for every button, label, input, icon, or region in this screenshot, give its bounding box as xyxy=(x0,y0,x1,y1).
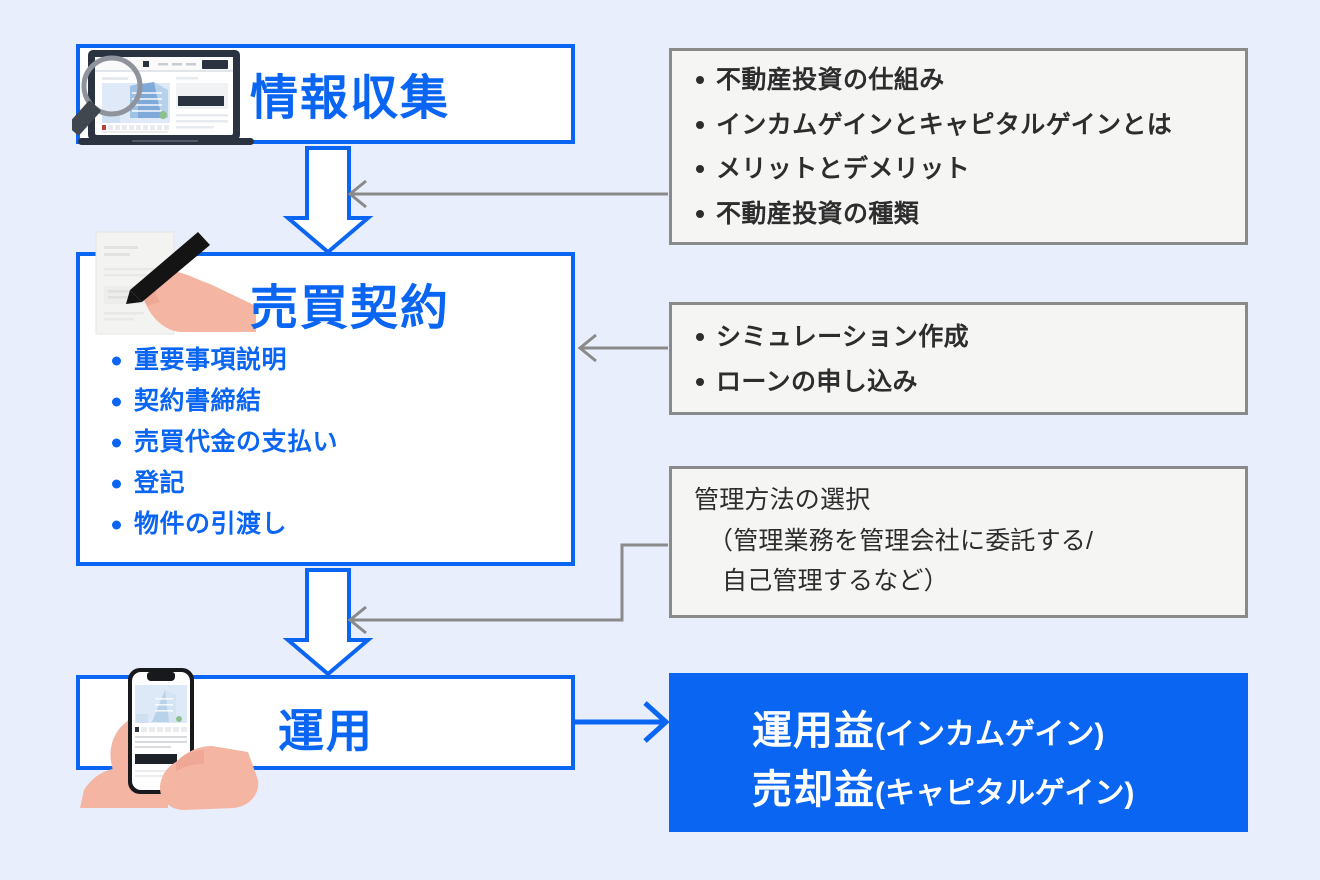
list-item: メリットとデメリット xyxy=(690,147,1238,192)
arrow-down-contract-to-operation xyxy=(282,568,374,677)
list-item: 重要事項説明 xyxy=(104,340,544,381)
note-list-loan-simulation: シミュレーション作成 ローンの申し込み xyxy=(690,315,1238,404)
list-item: 契約書締結 xyxy=(104,381,544,422)
result-main-1: 運用益 xyxy=(752,709,875,753)
step-title-information-gathering: 情報収集 xyxy=(250,72,451,125)
result-box-gains xyxy=(669,673,1248,832)
list-item: 売買代金の支払い xyxy=(104,422,544,463)
laptop-search-icon xyxy=(72,50,254,145)
list-item: ローンの申し込み xyxy=(690,360,1238,405)
hand-signing-document-icon xyxy=(95,231,256,335)
step-title-purchase-contract: 売買契約 xyxy=(250,282,451,335)
arrow-operation-to-result xyxy=(575,701,670,743)
list-item: 物件の引渡し xyxy=(104,504,544,545)
note-box-management-method xyxy=(669,466,1248,618)
arrow-note-research-to-flow xyxy=(347,179,668,209)
arrow-down-info-to-contract xyxy=(282,146,374,255)
step-list-purchase-contract: 重要事項説明 契約書締結 売買代金の支払い 登記 物件の引渡し xyxy=(104,340,544,545)
result-paren-1: (インカムゲイン) xyxy=(875,718,1105,751)
note-text-management-method: 管理方法の選択 （管理業務を管理会社に委託する/ 自己管理するなど） xyxy=(694,480,1093,602)
smartphone-in-hands-icon xyxy=(80,668,259,810)
list-item: シミュレーション作成 xyxy=(690,315,1238,360)
step-title-operation: 運用 xyxy=(278,705,374,757)
note-list-research-topics: 不動産投資の仕組み インカムゲインとキャピタルゲインとは メリットとデメリット … xyxy=(690,58,1238,236)
arrow-note-management-to-flow xyxy=(347,543,668,635)
result-line-capital-gain: 売却益(キャピタルゲイン) xyxy=(752,757,1134,815)
note-line-3: 自己管理するなど） xyxy=(722,567,949,595)
list-item: インカムゲインとキャピタルゲインとは xyxy=(690,103,1238,148)
list-item: 不動産投資の種類 xyxy=(690,192,1238,237)
note-line-1: 管理方法の選択 xyxy=(694,486,871,514)
result-main-2: 売却益 xyxy=(752,768,875,812)
arrow-note-loan-to-contract xyxy=(577,333,668,363)
result-paren-2: (キャピタルゲイン) xyxy=(875,777,1135,810)
list-item: 不動産投資の仕組み xyxy=(690,58,1238,103)
result-line-income-gain: 運用益(インカムゲイン) xyxy=(752,698,1104,756)
note-line-2: （管理業務を管理会社に委託する/ xyxy=(708,526,1094,555)
list-item: 登記 xyxy=(104,463,544,504)
